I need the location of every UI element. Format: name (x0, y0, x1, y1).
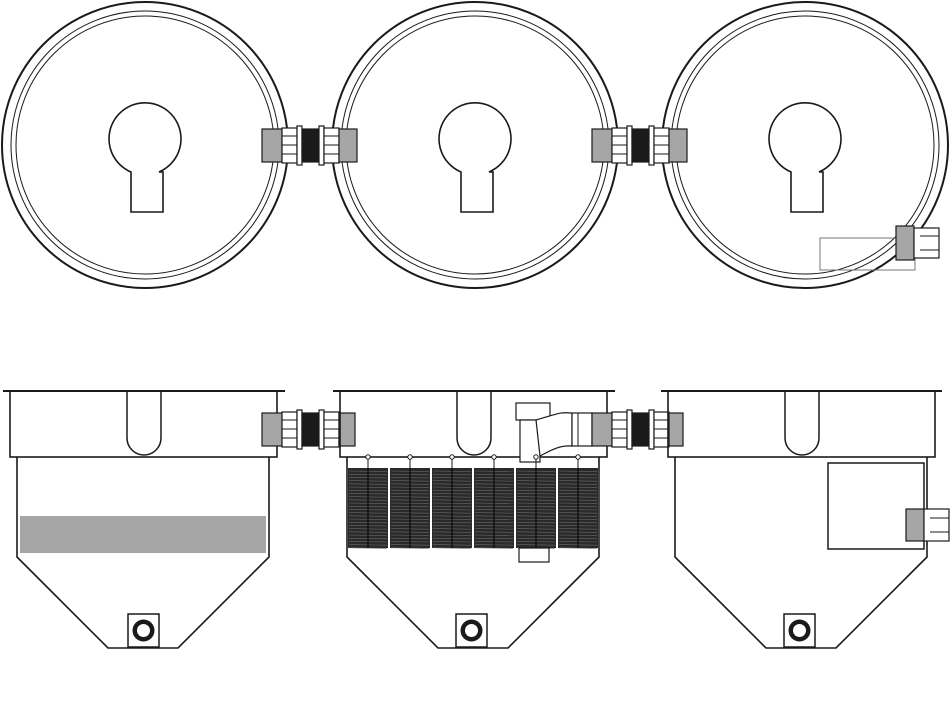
tank-top-2 (331, 1, 619, 289)
brush-hook (575, 454, 581, 460)
center-pipe (518, 547, 550, 563)
outlet-block-side (905, 508, 950, 542)
brush-bristle (432, 547, 472, 549)
connector-top-1-2 (261, 125, 358, 166)
filter-brushes (348, 454, 598, 549)
brush-hook (365, 454, 371, 460)
settlement-chamber (3, 390, 285, 649)
drain-fitting (127, 613, 160, 648)
brush-bristle (474, 547, 514, 549)
tank-top-1 (1, 1, 289, 289)
brush-hook (407, 454, 413, 460)
top-view (1, 1, 949, 289)
connector-top-2-3 (591, 125, 688, 166)
connector-side-1-2 (261, 409, 356, 450)
grey-media-band (20, 516, 266, 553)
drain-fitting (783, 613, 816, 648)
keyhole-icon (768, 102, 842, 213)
brush-bristle (558, 547, 598, 549)
outlet-chamber (661, 390, 950, 649)
side-view (3, 390, 950, 649)
brush-hook (533, 454, 539, 460)
brush-bristle (390, 547, 430, 549)
tank-top-3 (661, 1, 949, 289)
keyhole-icon (438, 102, 512, 213)
keyhole-icon (108, 102, 182, 213)
brush-bristle (348, 547, 388, 549)
brush-hook (449, 454, 455, 460)
drain-fitting (455, 613, 488, 648)
brush-chamber (333, 390, 615, 649)
brush-hook (491, 454, 497, 460)
inlet-elbow (515, 402, 593, 463)
outlet-block-top (819, 225, 940, 271)
connector-side-2-3 (591, 409, 684, 450)
